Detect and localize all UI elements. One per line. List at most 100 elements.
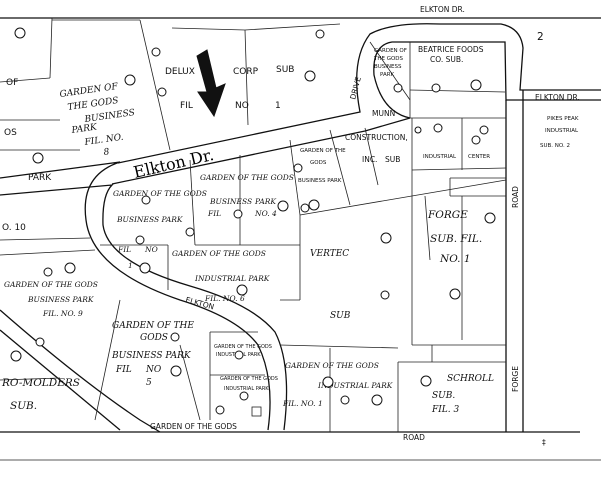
arrow-down-icon xyxy=(196,49,226,118)
svg-text:FIL. NO.: FIL. NO. xyxy=(83,133,124,149)
svg-text:SUB.: SUB. xyxy=(10,400,37,412)
svg-text:FIL: FIL xyxy=(117,245,131,254)
svg-text:GARDEN OF THE GODS: GARDEN OF THE GODS xyxy=(172,249,266,258)
svg-text:SCHROLL: SCHROLL xyxy=(447,374,494,384)
svg-text:CORP: CORP xyxy=(233,67,259,77)
svg-text:NO. 1: NO. 1 xyxy=(439,253,471,265)
svg-text:INC.: INC. xyxy=(362,155,377,164)
parcel-label-no-10: O. 10 xyxy=(2,223,26,233)
parcel-ro-molders: RO-MOLDERS SUB. xyxy=(1,377,80,412)
svg-text:INDUSTRIAL PARK: INDUSTRIAL PARK xyxy=(317,381,393,390)
svg-text:GARDEN OF THE: GARDEN OF THE xyxy=(112,321,194,331)
svg-text:VERTEC: VERTEC xyxy=(310,249,349,259)
svg-text:8: 8 xyxy=(103,147,110,158)
left-curved-road xyxy=(0,309,161,433)
svg-text:NO: NO xyxy=(145,365,162,375)
svg-text:THE GODS: THE GODS xyxy=(373,56,404,62)
svg-text:NO: NO xyxy=(235,101,249,111)
parcel-gotg-mid: GARDEN OF THE GODS BUSINESS PARK FIL NO.… xyxy=(200,173,294,218)
svg-text:INDUSTRIAL: INDUSTRIAL xyxy=(545,128,579,134)
street-label-forge-road-bottom: FORGE xyxy=(511,366,520,392)
parcel-label-park-left: PARK xyxy=(28,173,52,183)
svg-text:SUB: SUB xyxy=(330,311,351,321)
svg-text:GARDEN OF THE GODS: GARDEN OF THE GODS xyxy=(214,344,272,350)
svg-text:INDUSTRIAL: INDUSTRIAL xyxy=(423,154,457,160)
parcel-gotg-mid-left: GARDEN OF THE GODS BUSINESS PARK FIL NO … xyxy=(113,189,207,270)
parcel-markers xyxy=(10,27,496,415)
svg-text:SUB. NO. 2: SUB. NO. 2 xyxy=(540,143,570,149)
parcel-gotg-small-business: GARDEN OF THE GODS BUSINESS PARK xyxy=(298,148,346,184)
svg-text:FIL: FIL xyxy=(207,209,221,218)
svg-text:GODS: GODS xyxy=(310,160,327,166)
map-frame xyxy=(0,17,601,461)
parcel-label-os: OS xyxy=(4,128,17,138)
parcel-industrial-park-6: GARDEN OF THE GODS INDUSTRIAL PARK FIL. … xyxy=(172,249,270,303)
svg-text:SUB: SUB xyxy=(276,65,294,75)
street-label-forge-road-top: ROAD xyxy=(511,186,520,208)
corner-mark: ‡ xyxy=(542,438,546,447)
svg-text:PIKES PEAK: PIKES PEAK xyxy=(547,116,579,122)
svg-text:CENTER: CENTER xyxy=(468,154,490,160)
svg-text:CONSTRUCTION,: CONSTRUCTION, xyxy=(345,133,408,142)
forge-road xyxy=(505,90,524,432)
svg-text:PARK: PARK xyxy=(254,197,276,206)
svg-text:BUSINESS PARK: BUSINESS PARK xyxy=(111,351,192,361)
svg-text:FIL. NO. 1: FIL. NO. 1 xyxy=(282,399,323,408)
svg-text:BEATRICE FOODS: BEATRICE FOODS xyxy=(418,45,484,54)
elkton-drive-road xyxy=(0,23,601,431)
street-label-elkton-top: ELKTON DR. xyxy=(420,5,465,14)
svg-text:GARDEN OF THE GODS: GARDEN OF THE GODS xyxy=(4,280,98,289)
parcel-forge-sub: FORGE SUB. FIL. NO. 1 xyxy=(427,209,482,265)
svg-text:FIL. 3: FIL. 3 xyxy=(431,405,459,415)
street-label-drive: DRIVE xyxy=(348,76,363,101)
parcel-gotg-business-park-5: GARDEN OF THE GODS BUSINESS PARK FIL NO … xyxy=(111,321,194,388)
svg-text:RO-MOLDERS: RO-MOLDERS xyxy=(1,377,80,389)
svg-text:GARDEN OF THE: GARDEN OF THE xyxy=(300,148,346,154)
svg-text:CO. SUB.: CO. SUB. xyxy=(430,55,463,64)
svg-text:GARDEN OF THE GODS: GARDEN OF THE GODS xyxy=(285,361,379,370)
svg-text:FIL: FIL xyxy=(115,365,132,375)
svg-text:BUSINESS PARK: BUSINESS PARK xyxy=(298,178,342,184)
svg-text:GARDEN OF: GARDEN OF xyxy=(374,48,407,54)
svg-text:BUSINESS: BUSINESS xyxy=(209,197,252,206)
parcel-label-munn: MUNN xyxy=(372,109,395,118)
parcel-gotg-top-small: GARDEN OF THE GODS BUSINESS PARK xyxy=(373,48,407,78)
small-box-marker xyxy=(251,406,262,417)
svg-text:DELUX: DELUX xyxy=(165,67,195,77)
svg-text:PARK: PARK xyxy=(380,72,395,78)
parcel-label-of: OF xyxy=(6,78,18,88)
parcel-pikes-peak-industrial: PIKES PEAK INDUSTRIAL SUB. NO. 2 xyxy=(540,116,579,149)
svg-text:1: 1 xyxy=(128,261,133,270)
street-label-elkton-right: ELKTON DR. xyxy=(535,93,580,102)
parcel-gotg-business-park-8: GARDEN OF THE GODS BUSINESS PARK FIL. NO… xyxy=(59,82,135,158)
parcel-lines xyxy=(0,17,507,432)
svg-text:FIL. NO. 9: FIL. NO. 9 xyxy=(42,309,83,318)
svg-text:NO: NO xyxy=(144,245,158,254)
parcel-industrial-park-1: GARDEN OF THE GODS INDUSTRIAL PARK FIL. … xyxy=(282,361,393,408)
svg-text:GARDEN OF THE GODS: GARDEN OF THE GODS xyxy=(113,189,207,198)
svg-text:1: 1 xyxy=(275,101,281,111)
svg-text:INDUSTRIAL PARK: INDUSTRIAL PARK xyxy=(224,386,269,392)
svg-text:INDUSTRIAL PARK: INDUSTRIAL PARK xyxy=(194,274,270,283)
parcel-vertec: VERTEC SUB xyxy=(310,249,351,321)
svg-text:SUB.: SUB. xyxy=(432,391,455,401)
svg-text:PARK: PARK xyxy=(70,122,99,136)
svg-text:BUSINESS: BUSINESS xyxy=(374,64,402,70)
parcel-construction: CONSTRUCTION, INC. SUB xyxy=(345,133,408,164)
parcel-industrial-center: INDUSTRIAL CENTER xyxy=(423,154,490,160)
page-number: 2 xyxy=(537,31,544,43)
parcel-gotg-business-park-9: GARDEN OF THE GODS BUSINESS PARK FIL. NO… xyxy=(4,280,98,318)
svg-text:FORGE: FORGE xyxy=(427,209,468,221)
svg-text:SUB: SUB xyxy=(385,155,400,164)
street-label-bottom-left: GARDEN OF THE GODS xyxy=(150,422,237,431)
svg-text:GARDEN OF THE GODS: GARDEN OF THE GODS xyxy=(220,376,278,382)
parcel-industrial-park-small: GARDEN OF THE GODS INDUSTRIAL PARK GARDE… xyxy=(214,344,278,392)
parcel-delux-corp: DELUX CORP SUB FIL NO 1 xyxy=(165,65,294,111)
parcel-beatrice-foods: BEATRICE FOODS CO. SUB. xyxy=(418,45,484,64)
svg-text:NO. 4: NO. 4 xyxy=(254,209,277,218)
svg-text:5: 5 xyxy=(146,378,152,388)
svg-text:BUSINESS PARK: BUSINESS PARK xyxy=(116,215,183,224)
svg-text:BUSINESS PARK: BUSINESS PARK xyxy=(27,295,94,304)
